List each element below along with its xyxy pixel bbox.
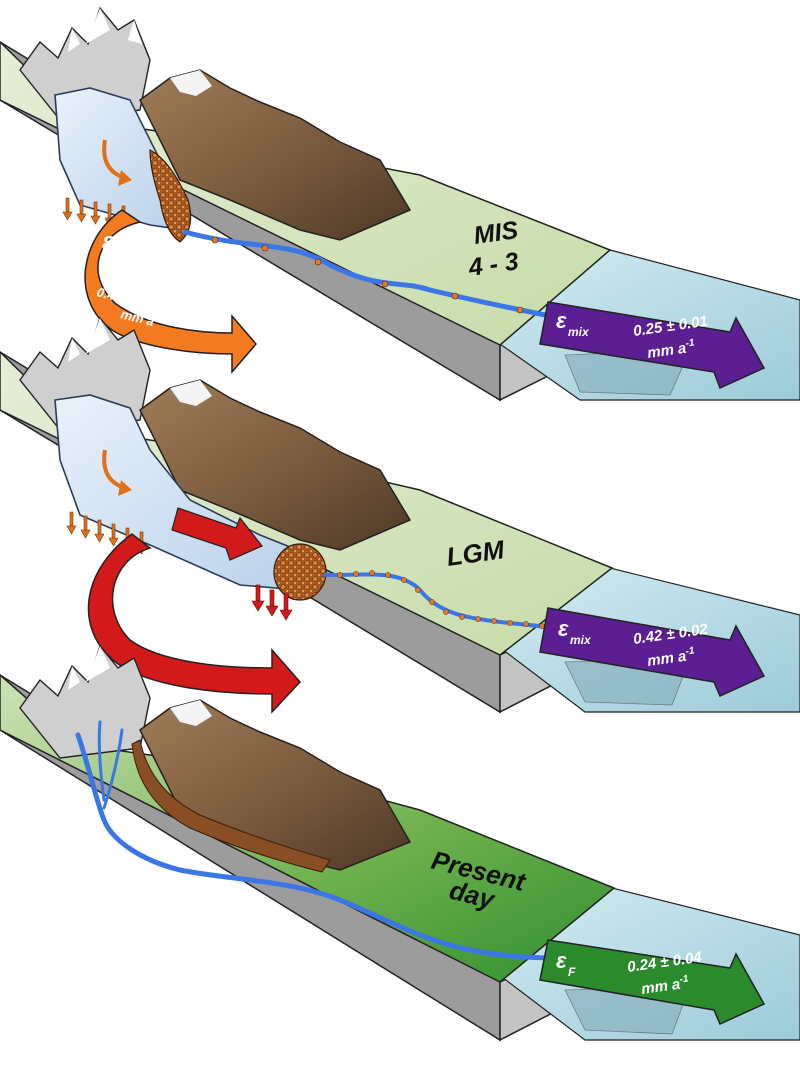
source-arrow-symbol: ε: [102, 226, 115, 256]
outlet-arrow-subscript: mix: [570, 633, 592, 647]
river-sediment: [211, 236, 524, 314]
mountain-peaks: [19, 644, 151, 759]
outlet-arrow-unit-exp: -1: [685, 337, 696, 349]
outlet-arrow-unit-exp: -1: [685, 645, 696, 657]
ridge-snow: [170, 700, 212, 726]
ridge-snow: [170, 380, 212, 406]
moraine: [149, 149, 192, 243]
outlet-arrow-unit-exp: -1: [679, 973, 690, 985]
mountain-ridge: [139, 69, 412, 241]
panel-present: Present day ε F 0.24 ± 0.04 mm a-1: [0, 644, 800, 1042]
terminal-moraine: [273, 543, 327, 601]
panel-mis: MIS 4 - 3 ε G 0.44 (-0.51 / +0.41) mm a-…: [0, 6, 800, 402]
slope-deposit: [131, 739, 331, 873]
source-arrow-unit-exp: -1: [154, 314, 164, 326]
source-arrow-subscript: G: [188, 580, 198, 595]
outlet-arrow-unit-text: mm a: [646, 648, 687, 670]
outlet-arrow-unit: mm a-1: [646, 645, 697, 670]
source-arrow-unit-exp: -1: [204, 642, 214, 654]
mountain-peaks: [19, 316, 151, 431]
ridge-snow: [170, 70, 212, 96]
river-sediment: [337, 570, 545, 629]
outlet-arrow-subscript: F: [568, 965, 576, 979]
source-arrow: ε G 0.44 (-0.51 / +0.41) mm a-1: [84, 209, 257, 375]
outlet-arrow-unit: mm a-1: [646, 337, 697, 362]
mountain-ridge: [139, 379, 412, 551]
panel-title: MIS: [472, 216, 520, 250]
panel-lgm: LGM ε G 1.53 (-0.96 / +0.93) mm a-1 ε mi…: [0, 316, 800, 714]
glacier: [54, 394, 311, 591]
river: [75, 720, 559, 961]
outlet-arrow: ε mix 0.42 ± 0.02 mm a-1: [539, 607, 766, 697]
outlet-arrow-symbol: ε: [556, 948, 567, 973]
outlet-arrow-subscript: mix: [568, 325, 590, 339]
outlet-arrow-unit-text: mm a: [646, 340, 687, 362]
outlet-arrow-unit: mm a-1: [640, 973, 691, 998]
source-arrow-subscript: G: [118, 246, 128, 261]
outlet-arrow-symbol: ε: [558, 616, 569, 641]
outlet-arrow: ε mix 0.25 ± 0.01 mm a-1: [539, 301, 766, 390]
basal-erosion-arrows: [251, 584, 293, 621]
source-arrow-symbol: ε: [172, 560, 185, 590]
outlet-arrow-unit-text: mm a: [640, 976, 681, 998]
outlet-arrow-symbol: ε: [556, 308, 567, 333]
outlet-arrow: ε F 0.24 ± 0.04 mm a-1: [539, 939, 766, 1025]
